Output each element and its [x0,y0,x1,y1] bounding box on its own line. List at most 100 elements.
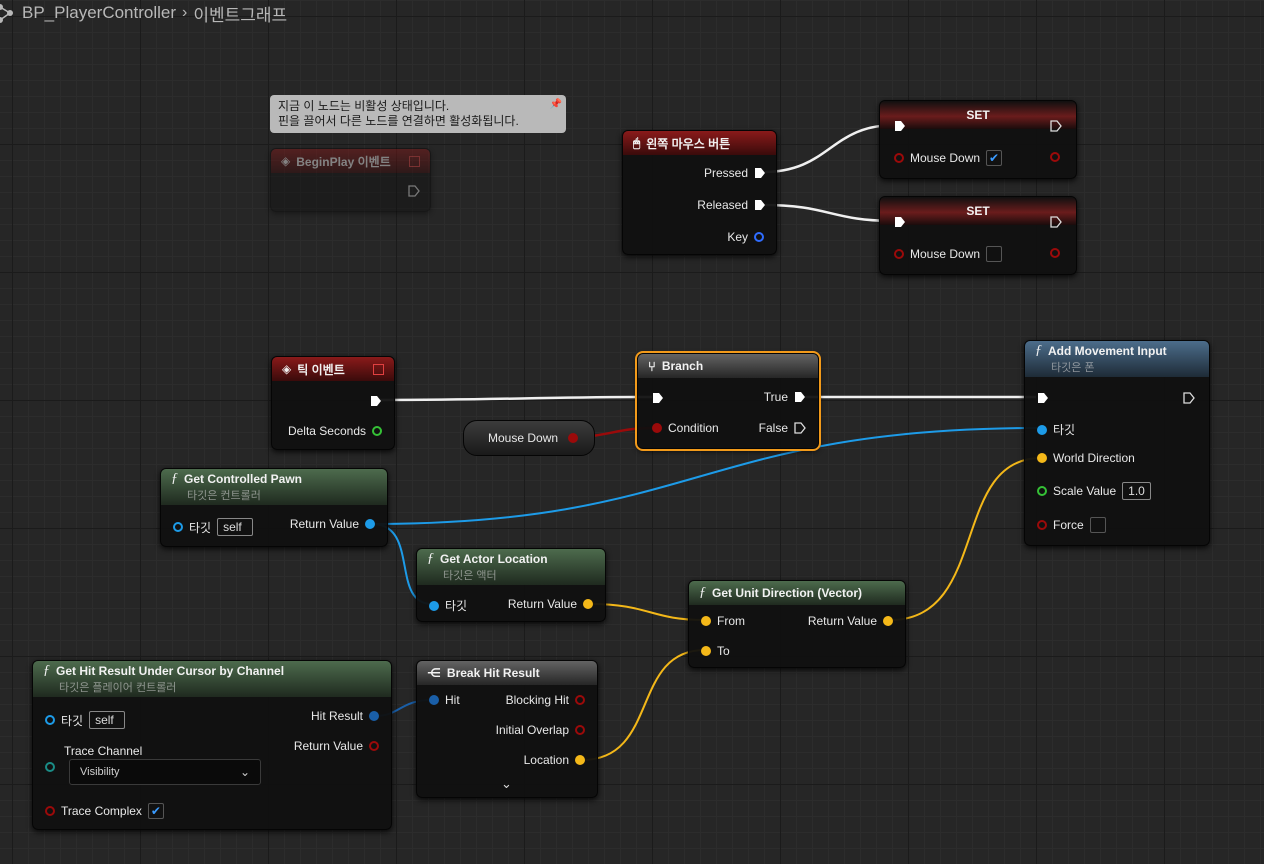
bool-in-pin[interactable] [894,249,904,259]
break-struct-icon: ⋲ [427,666,441,680]
key-pin[interactable] [754,232,764,242]
node-branch[interactable]: ⑂ Branch True Condition False [635,351,821,451]
function-icon: ƒ [1035,343,1042,358]
hit-pin[interactable] [429,695,439,705]
world-direction-pin[interactable] [1037,453,1047,463]
node-break-hit-result[interactable]: ⋲ Break Hit Result Hit Blocking Hit Init… [416,660,598,798]
pin-label: Force [1053,518,1084,532]
exec-in-pin[interactable] [894,216,906,228]
comment-line-1: 지금 이 노드는 비활성 상태입니다. [278,99,450,113]
pin-label: Initial Overlap [495,723,569,737]
node-subtitle: 타깃은 폰 [1051,362,1095,374]
hit-result-pin[interactable] [369,711,379,721]
to-pin[interactable] [701,646,711,656]
force-checkbox[interactable] [1089,517,1106,533]
exec-false-pin[interactable] [794,422,806,434]
branch-icon: ⑂ [648,358,656,374]
breadcrumb-graph[interactable]: 이벤트그래프 [193,5,288,25]
return-value-pin[interactable] [369,741,379,751]
mouse-down-checkbox[interactable] [986,246,1003,262]
function-icon: ƒ [171,471,178,486]
target-pin[interactable] [1037,424,1047,435]
scale-value-input[interactable]: 1.0 [1122,482,1151,500]
pin-label: Condition [668,421,719,435]
pin-label: 타깃 [61,713,84,728]
pin-label: Return Value [289,517,359,531]
location-pin[interactable] [575,755,585,765]
bool-in-pin[interactable] [894,153,904,163]
trace-complex-checkbox[interactable]: ✔ [147,803,164,819]
function-icon: ƒ [427,551,434,566]
exec-out-pin[interactable] [1050,216,1062,228]
initial-overlap-pin[interactable] [575,725,585,735]
exec-in-pin[interactable] [894,120,906,132]
exec-in-pin[interactable] [652,392,664,404]
node-title: Branch [661,359,704,373]
trace-channel-dropdown[interactable]: Visibility ⌄ [69,759,261,785]
node-subtitle: 타깃은 컨트롤러 [187,490,261,502]
node-title: Get Controlled Pawn [184,472,303,486]
node-subtitle: 타깃은 액터 [443,570,497,582]
breadcrumb-blueprint[interactable]: BP_PlayerController [22,3,177,22]
pin-label: Pressed [703,166,748,180]
delegate-pin[interactable] [373,363,384,375]
mouse-icon: 🖱 [633,135,641,150]
node-title: SET [966,108,990,122]
pin-label: From [717,614,745,628]
trace-channel-pin[interactable] [45,762,55,772]
node-title: Get Unit Direction (Vector) [712,586,863,600]
node-tick-event[interactable]: ◈ 틱 이벤트 Delta Seconds [271,356,395,450]
bool-out-pin[interactable] [568,433,579,443]
exec-out-pin[interactable] [408,185,420,197]
pin-icon[interactable]: 📌 [549,99,562,110]
pin-label: Hit Result [310,709,363,723]
blocking-hit-pin[interactable] [575,695,585,705]
mouse-down-checkbox[interactable]: ✔ [986,150,1003,166]
node-set-false[interactable]: SET Mouse Down [879,196,1077,275]
exec-out-pin[interactable] [370,395,382,407]
chevron-down-icon: ⌄ [239,765,250,779]
trace-complex-pin[interactable] [45,806,55,816]
bool-out-pin[interactable] [1050,248,1060,258]
node-set-true[interactable]: SET Mouse Down ✔ [879,100,1077,179]
return-value-pin[interactable] [583,599,593,609]
scale-value-pin[interactable] [1037,486,1047,496]
object-wire-pawn-target [371,427,1041,525]
exec-released-pin[interactable] [754,199,766,211]
return-value-pin[interactable] [365,519,375,529]
return-value-pin[interactable] [883,616,893,626]
dropdown-value: Visibility [80,766,120,778]
node-title: 왼쪽 마우스 버튼 [646,136,731,151]
bool-out-pin[interactable] [1050,152,1060,162]
exec-out-pin[interactable] [1050,120,1062,132]
delta-seconds-pin[interactable] [372,426,382,436]
pin-label: False [758,421,788,435]
node-beginplay[interactable]: ◈ BeginPlay 이벤트 [270,148,431,212]
pin-label: True [763,390,788,404]
target-self-input[interactable]: self [89,711,126,729]
exec-pressed-pin[interactable] [754,167,766,179]
pin-label: Released [697,198,748,212]
exec-out-pin[interactable] [1183,392,1195,404]
condition-pin[interactable] [652,423,662,433]
pin-label: Return Value [507,597,577,611]
node-title: Get Hit Result Under Cursor by Channel [56,664,285,678]
chevron-down-icon[interactable]: ⌄ [501,776,512,791]
node-left-mouse-button[interactable]: 🖱 왼쪽 마우스 버튼 Pressed Released Key [622,130,777,255]
target-pin[interactable] [173,522,183,532]
exec-in-pin[interactable] [1037,392,1049,404]
target-self-input[interactable]: self [217,518,254,536]
from-pin[interactable] [701,616,711,626]
exec-true-pin[interactable] [794,391,806,403]
node-mouse-down-getter[interactable]: Mouse Down [463,420,595,456]
target-pin[interactable] [45,715,55,725]
force-pin[interactable] [1037,520,1047,530]
node-get-unit-direction[interactable]: ƒ Get Unit Direction (Vector) From Retur… [688,580,906,668]
pin-label: 타깃 [1053,423,1076,437]
delegate-pin[interactable] [409,155,420,167]
target-pin[interactable] [429,600,439,611]
